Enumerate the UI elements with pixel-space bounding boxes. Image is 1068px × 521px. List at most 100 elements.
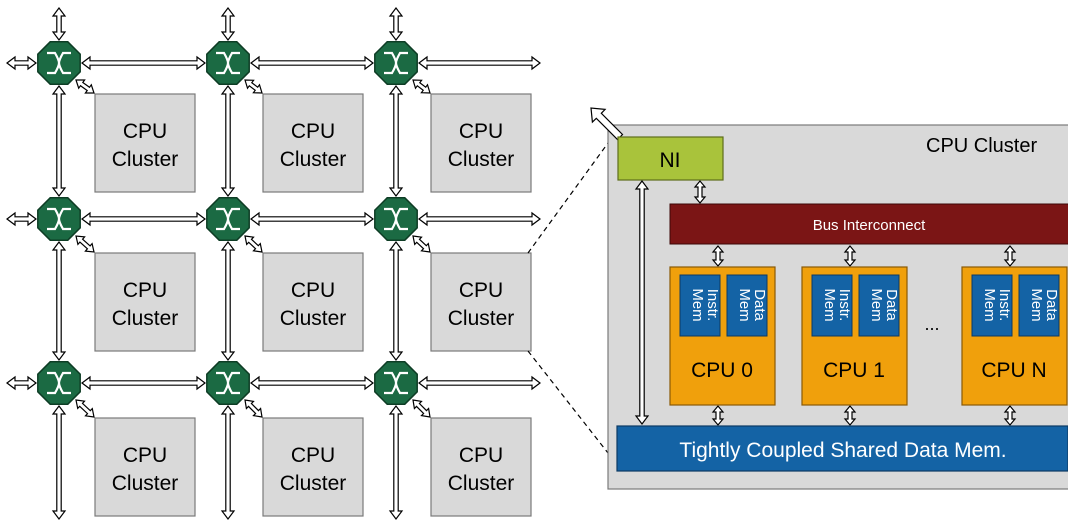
cpu-cluster-label-line2: Cluster: [112, 307, 179, 330]
cpu-cluster-box: [262, 252, 364, 352]
crossbar-icon: [384, 207, 408, 231]
link-vertical: [220, 405, 236, 520]
link-horizontal: [6, 211, 37, 227]
data-mem-block-label-line2: Mem: [1028, 288, 1045, 321]
link-horizontal: [250, 55, 374, 71]
cpu-cluster-box: [430, 252, 532, 352]
zoom-line-bottom: [527, 350, 609, 454]
cpu-mem-link: [1003, 405, 1017, 426]
instr-mem-block: [971, 274, 1013, 337]
ni-mem-link: [634, 180, 650, 425]
cpu-cluster-label-line1: CPU: [459, 120, 503, 143]
data-mem-block-label-line2: Mem: [868, 288, 885, 321]
link-horizontal: [6, 375, 37, 391]
bus-interconnect-label: Bus Interconnect: [813, 217, 926, 234]
instr-mem-block-label-line2: Mem: [821, 288, 838, 321]
cpu-cluster-box: [430, 93, 532, 193]
crossbar-icon: [216, 371, 240, 395]
cpu-cluster-label-line2: Cluster: [280, 307, 347, 330]
zoom-line-top: [527, 142, 609, 254]
data-mem-block: [1018, 274, 1060, 337]
bus-cpu-link: [1003, 245, 1017, 267]
cpu-cluster-box: [262, 417, 364, 517]
cpu-ellipsis: ...: [924, 314, 939, 334]
router-cluster-link: [412, 399, 431, 418]
cpu-cluster-label-line1: CPU: [291, 120, 335, 143]
router-cluster-link: [244, 399, 263, 418]
cpu-cluster-box: [262, 93, 364, 193]
cpu-label: CPU N: [981, 359, 1046, 382]
instr-mem-block-label-line2: Mem: [981, 288, 998, 321]
crossbar-icon: [384, 51, 408, 75]
link-vertical: [388, 405, 404, 520]
link-vertical: [51, 405, 67, 520]
cpu-cluster-label-line1: CPU: [459, 444, 503, 467]
cpu-mem-link: [711, 405, 725, 426]
ni-external-link: [590, 107, 624, 141]
router-mesh-grid: CPUClusterCPUClusterCPUClusterCPUCluster…: [6, 7, 609, 520]
link-vertical: [220, 7, 236, 41]
data-mem-block-label-line1: Data: [883, 289, 900, 321]
cpu-label: CPU 0: [691, 359, 753, 382]
cpu-cluster-box: [94, 417, 196, 517]
bus-cpu-link: [843, 245, 857, 267]
link-horizontal: [418, 211, 541, 227]
link-vertical: [51, 241, 67, 361]
cpu-cluster-label-line2: Cluster: [280, 472, 347, 495]
link-vertical: [388, 85, 404, 197]
cpu-cluster-label-line1: CPU: [123, 279, 167, 302]
link-vertical: [220, 85, 236, 197]
link-horizontal: [418, 375, 541, 391]
ni-label: NI: [660, 149, 681, 172]
cpu-mem-link: [843, 405, 857, 426]
cpu-label: CPU 1: [823, 359, 885, 382]
link-vertical: [51, 85, 67, 197]
instr-mem-block: [679, 274, 721, 337]
link-horizontal: [250, 211, 374, 227]
router-cluster-link: [412, 235, 431, 253]
cpu-cluster-label-line1: CPU: [291, 444, 335, 467]
shared-data-memory: [616, 425, 1068, 472]
bus-cpu-link: [711, 245, 725, 267]
cpu-cluster-box: [94, 252, 196, 352]
link-horizontal: [6, 55, 37, 71]
cpu-cluster-label-line2: Cluster: [448, 307, 515, 330]
cpu-cluster-label-line1: CPU: [459, 279, 503, 302]
instr-mem-block: [811, 274, 853, 337]
cluster-detail-title: CPU Cluster: [926, 135, 1037, 157]
ni-box: [617, 136, 724, 181]
data-mem-block-label-line1: Data: [751, 289, 768, 321]
router-cluster-link: [412, 79, 431, 94]
data-mem-block-label-line1: Data: [1043, 289, 1060, 321]
instr-mem-block-label-line1: Instr.: [704, 289, 721, 322]
link-horizontal: [81, 375, 206, 391]
router-cluster-link: [244, 79, 263, 94]
instr-mem-block-label-line1: Instr.: [996, 289, 1013, 322]
data-mem-block-label-line2: Mem: [736, 288, 753, 321]
bus-interconnect: [669, 203, 1068, 245]
cpu-cluster-label-line1: CPU: [123, 444, 167, 467]
crossbar-icon: [47, 51, 71, 75]
crossbar-icon: [47, 207, 71, 231]
cpu-cluster-label-line2: Cluster: [280, 148, 347, 171]
instr-mem-block-label-line2: Mem: [689, 288, 706, 321]
data-mem-block: [726, 274, 768, 337]
link-vertical: [388, 7, 404, 41]
crossbar-icon: [47, 371, 71, 395]
router-cluster-link: [75, 399, 95, 418]
crossbar-icon: [384, 371, 408, 395]
link-vertical: [388, 241, 404, 361]
link-horizontal: [418, 55, 541, 71]
cpu-cluster-label-line1: CPU: [123, 120, 167, 143]
link-vertical: [220, 241, 236, 361]
ni-bus-link: [693, 180, 707, 204]
cpu-cluster-label-line2: Cluster: [448, 148, 515, 171]
link-horizontal: [81, 55, 206, 71]
cpu-cluster-label-line2: Cluster: [112, 148, 179, 171]
link-horizontal: [250, 375, 374, 391]
cpu-cluster-label-line2: Cluster: [112, 472, 179, 495]
cpu-cluster-box: [94, 93, 196, 193]
cpu-cluster-label-line1: CPU: [291, 279, 335, 302]
crossbar-icon: [216, 51, 240, 75]
